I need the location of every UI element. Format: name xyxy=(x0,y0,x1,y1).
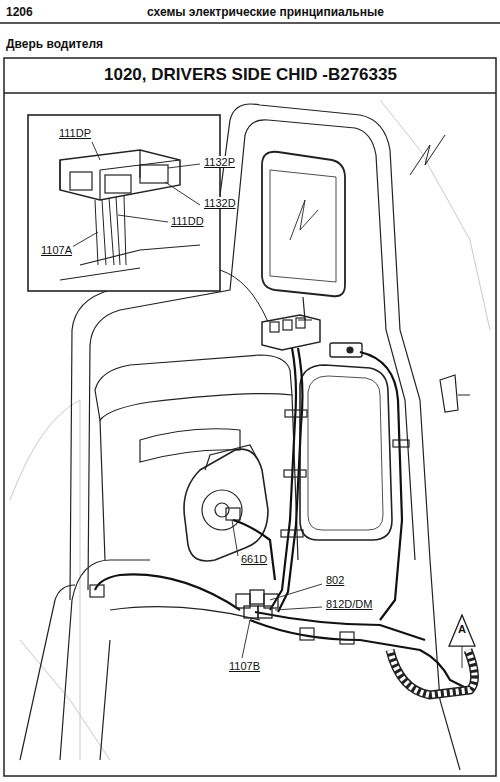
switch-panel xyxy=(262,315,470,412)
triangle-letter: A xyxy=(448,623,476,635)
wire-harness xyxy=(95,348,470,690)
reference-triangle: A xyxy=(448,614,476,647)
connector-cluster xyxy=(236,590,278,618)
leader-lines xyxy=(72,142,462,668)
callout-number: 111DP xyxy=(58,127,92,139)
callout-number: 111DD xyxy=(170,215,205,227)
mirror xyxy=(262,152,345,320)
callout-number: 661D xyxy=(240,553,268,565)
header-text: Дверь водителя xyxy=(6,38,103,51)
window-motor xyxy=(184,445,268,561)
background-cab xyxy=(10,100,490,760)
header-text: 1206 xyxy=(6,6,33,19)
harness-clips xyxy=(281,410,409,644)
corrugated-tube xyxy=(90,585,475,695)
inner-panel xyxy=(95,355,298,620)
triangle-content: A xyxy=(448,614,476,635)
inset-pointer xyxy=(220,270,268,322)
frame xyxy=(4,58,496,776)
title-rule xyxy=(4,92,496,94)
callout-number: 812D/DM xyxy=(325,598,373,610)
header-text: схемы электрические принципиальные xyxy=(147,6,384,19)
callout-number: 1107A xyxy=(40,244,73,256)
glass-reflection xyxy=(410,135,445,175)
callout-number: 802 xyxy=(325,574,345,586)
detail-inset xyxy=(28,115,220,291)
callout-number: 1107B xyxy=(228,660,261,672)
callout-number: 1132D xyxy=(203,197,237,209)
diagram-title: 1020, DRIVERS SIDE CHID -B276335 xyxy=(104,66,397,85)
header-rule xyxy=(0,22,500,24)
window-opening xyxy=(300,365,392,540)
callout-number: 1132P xyxy=(203,156,236,168)
